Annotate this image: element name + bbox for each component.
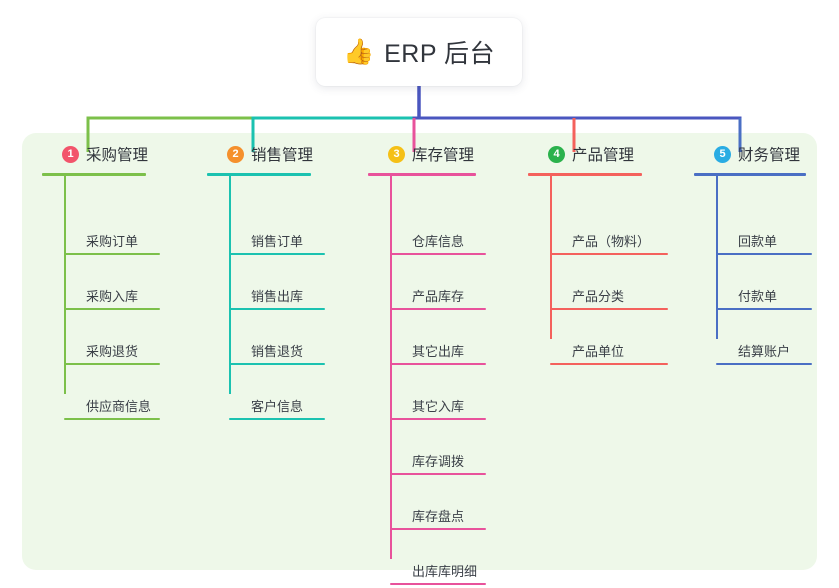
leaf-item-label: 仓库信息: [412, 234, 465, 249]
leaf-item-rule: [716, 253, 812, 255]
leaf-item[interactable]: 付款单: [716, 274, 812, 310]
leaf-item-rule: [64, 363, 160, 365]
leaf-item-rule: [390, 583, 486, 585]
leaf-item[interactable]: 产品分类: [550, 274, 668, 310]
branch-header-1[interactable]: 1 采购管理: [42, 141, 149, 176]
branch-badge-5: 5: [714, 145, 731, 163]
branches-panel: [22, 133, 817, 570]
branch-column-3: 3 库存管理仓库信息产品库存其它出库其它入库库存调拨库存盘点出库库明细: [368, 141, 486, 585]
leaf-item[interactable]: 销售订单: [229, 219, 325, 255]
branch-column-4: 4 产品管理产品（物料） 产品分类产品单位: [528, 141, 668, 365]
leaf-item[interactable]: 产品库存: [390, 274, 486, 310]
leaf-item-rule: [390, 308, 486, 310]
leaf-item-rule: [716, 308, 812, 310]
branch-column-1: 1 采购管理采购订单采购入库采购退货供应商信息: [42, 141, 160, 420]
leaf-item-rule: [229, 363, 325, 365]
root-node[interactable]: 👍 ERP 后台: [316, 18, 522, 86]
leaf-item[interactable]: 客户信息: [229, 384, 325, 420]
leaf-item[interactable]: 回款单: [716, 219, 812, 255]
root-node-content: 👍 ERP 后台: [343, 34, 495, 70]
branch-badge-1: 1: [62, 145, 79, 163]
leaf-item[interactable]: 销售退货: [229, 329, 325, 365]
leaf-item-rule: [390, 253, 486, 255]
branch-header-5[interactable]: 5 财务管理: [694, 141, 806, 176]
leaf-item[interactable]: 采购退货: [64, 329, 160, 365]
leaf-item-label: 结算账户: [738, 344, 791, 359]
branch-header-rule-4: [528, 173, 642, 176]
branch-title-2: 销售管理: [251, 147, 314, 164]
leaf-item-rule: [229, 308, 325, 310]
thumbs-up-icon: 👍: [342, 37, 375, 66]
leaf-item-label: 其它入库: [412, 399, 465, 414]
leaf-item[interactable]: 产品（物料）: [550, 219, 668, 255]
branch-column-5: 5 财务管理回款单付款单结算账户: [694, 141, 812, 365]
leaf-item-label: 库存盘点: [412, 509, 465, 524]
leaf-item-label: 销售订单: [251, 234, 304, 249]
leaf-item-rule: [64, 253, 160, 255]
branch-title-1: 采购管理: [86, 147, 149, 164]
leaf-item-rule: [390, 418, 486, 420]
leaf-item[interactable]: 库存调拨: [390, 439, 486, 475]
leaf-item-rule: [64, 308, 160, 310]
branch-column-2: 2 销售管理销售订单销售出库销售退货客户信息: [207, 141, 325, 420]
branch-title-4: 产品管理: [572, 147, 635, 164]
leaf-item-rule: [229, 253, 325, 255]
leaf-item-label: 付款单: [738, 289, 778, 304]
leaf-item-rule: [390, 528, 486, 530]
leaf-item[interactable]: 采购入库: [64, 274, 160, 310]
leaf-item-rule: [229, 418, 325, 420]
leaf-item-label: 库存调拨: [412, 454, 465, 469]
branch-badge-2: 2: [227, 145, 244, 163]
leaf-item-label: 产品库存: [412, 289, 465, 304]
branch-header-rule-3: [368, 173, 476, 176]
leaf-item-label: 采购退货: [86, 344, 139, 359]
leaf-item-label: 采购订单: [86, 234, 139, 249]
leaf-item-label: 其它出库: [412, 344, 465, 359]
leaf-item[interactable]: 产品单位: [550, 329, 668, 365]
leaf-item[interactable]: 销售出库: [229, 274, 325, 310]
branch-header-rule-2: [207, 173, 311, 176]
leaf-item-rule: [550, 308, 668, 310]
leaf-item-label: 销售退货: [251, 344, 304, 359]
leaf-item-label: 产品单位: [572, 344, 625, 359]
leaf-item-label: 供应商信息: [86, 399, 152, 414]
root-node-label: ERP 后台: [384, 40, 496, 68]
leaf-item[interactable]: 结算账户: [716, 329, 812, 365]
leaf-item[interactable]: 供应商信息: [64, 384, 160, 420]
leaf-item-rule: [550, 253, 668, 255]
leaf-item-label: 采购入库: [86, 289, 139, 304]
branch-header-rule-5: [694, 173, 806, 176]
leaf-item[interactable]: 其它入库: [390, 384, 486, 420]
leaf-item-rule: [716, 363, 812, 365]
branch-header-4[interactable]: 4 产品管理: [528, 141, 642, 176]
leaf-item-label: 销售出库: [251, 289, 304, 304]
leaf-item[interactable]: 其它出库: [390, 329, 486, 365]
leaf-item-rule: [64, 418, 160, 420]
leaf-item-rule: [550, 363, 668, 365]
branch-header-rule-1: [42, 173, 146, 176]
leaf-item-rule: [390, 473, 486, 475]
leaf-item[interactable]: 出库库明细: [390, 549, 486, 585]
branch-title-5: 财务管理: [738, 147, 801, 164]
leaf-item[interactable]: 库存盘点: [390, 494, 486, 530]
leaf-item-label: 客户信息: [251, 399, 304, 414]
leaf-item[interactable]: 采购订单: [64, 219, 160, 255]
leaf-item-label: 出库库明细: [412, 564, 478, 579]
branch-badge-3: 3: [388, 145, 405, 163]
leaf-item-rule: [390, 363, 486, 365]
branch-title-3: 库存管理: [412, 147, 475, 164]
leaf-item[interactable]: 仓库信息: [390, 219, 486, 255]
leaf-item-label: 回款单: [738, 234, 778, 249]
leaf-item-label: 产品分类: [572, 289, 625, 304]
branch-badge-4: 4: [548, 145, 565, 163]
branch-header-3[interactable]: 3 库存管理: [368, 141, 476, 176]
leaf-item-label: 产品（物料）: [572, 234, 651, 249]
branch-header-2[interactable]: 2 销售管理: [207, 141, 314, 176]
